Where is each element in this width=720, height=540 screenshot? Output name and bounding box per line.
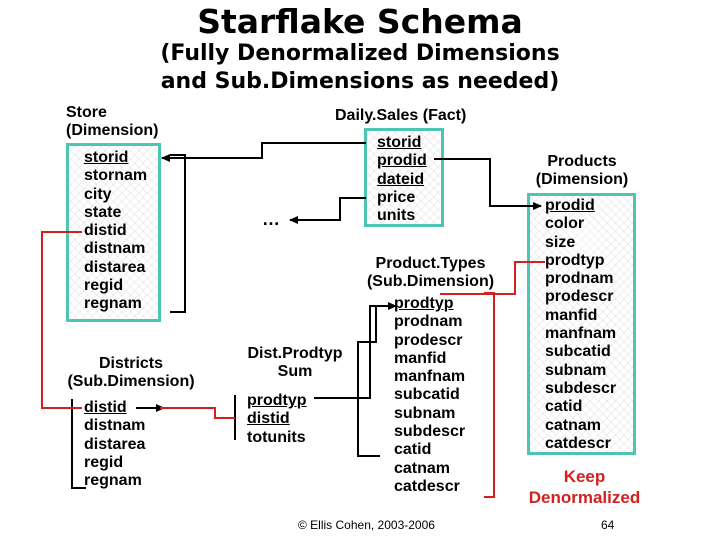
districts-attr-distid: distid — [84, 399, 127, 416]
product-types-attr-catid: catid — [394, 441, 432, 459]
products-attr-manfid: manfid — [545, 306, 598, 324]
products-attr-size: size — [545, 233, 576, 251]
store-bracket — [170, 154, 186, 313]
dist-prodtyp-attr-distid: distid — [247, 410, 290, 428]
dist-prodtyp-attr-prodtyp: prodtyp — [247, 392, 307, 409]
store-to-districts-connector — [41, 231, 82, 409]
store-attr-state: state — [84, 203, 122, 221]
subtitle-line-2: and Sub.Dimensions as needed) — [160, 69, 560, 94]
product-types-attr-catdescr: catdescr — [394, 477, 460, 495]
product-types-right-bracket — [484, 292, 495, 498]
products-attr-color: color — [545, 215, 585, 233]
store-attr-city: city — [84, 185, 112, 203]
products-attr-catid: catid — [545, 398, 583, 416]
dist-prodtyp-to-product-types-connector — [314, 302, 397, 399]
products-attr-subcatid: subcatid — [545, 343, 611, 361]
store-attr-regid: regid — [84, 277, 124, 295]
slide-subtitle: (Fully Denormalized Dimensions and Sub.D… — [0, 40, 720, 96]
product-types-attr-prodescr: prodescr — [394, 331, 463, 349]
slide-title: Starflake Schema — [197, 2, 523, 41]
fact-attr-dateid: dateid — [377, 170, 425, 188]
page-number: 64 — [601, 518, 615, 532]
fact-attr-storid: storid — [377, 134, 422, 151]
districts-bracket — [71, 399, 86, 489]
dist-prodtyp-to-districts-connector — [160, 407, 235, 419]
fact-to-products-connector — [434, 158, 542, 210]
ellipsis-text: … — [262, 209, 280, 229]
fact-to-store-connector — [161, 142, 366, 162]
keep-denormalized-note: Keep Denormalized — [528, 467, 641, 507]
products-attr-prodnam: prodnam — [545, 270, 614, 288]
dist-prodtyp-header: Dist.Prodtyp Sum — [247, 345, 343, 380]
product-types-attr-prodtyp: prodtyp — [394, 295, 454, 312]
products-box — [527, 193, 636, 455]
store-attr-storid: storid — [84, 149, 129, 166]
product-types-attr-subdescr: subdescr — [394, 423, 466, 441]
product-types-attr-prodnam: prodnam — [394, 313, 463, 331]
products-attr-subdescr: subdescr — [545, 379, 617, 397]
districts-attr-distnam: distnam — [84, 417, 146, 435]
products-attr-prodid: prodid — [545, 197, 595, 214]
store-attr-regnam: regnam — [84, 295, 142, 313]
dist-prodtyp-attr-totunits: totunits — [247, 428, 306, 446]
products-to-product-types-connector — [440, 261, 545, 295]
fact-attr-prodid: prodid — [377, 152, 427, 170]
fact-attr-units: units — [377, 207, 416, 225]
store-attr-distnam: distnam — [84, 240, 146, 258]
product-types-attr-manfid: manfid — [394, 349, 447, 367]
products-header: Products (Dimension) — [535, 153, 629, 188]
products-attr-manfnam: manfnam — [545, 325, 617, 343]
store-attr-stornam: stornam — [84, 167, 148, 185]
fact-header: Daily.Sales (Fact) — [335, 107, 467, 124]
products-attr-subnam: subnam — [545, 361, 607, 379]
store-attr-distarea: distarea — [84, 258, 146, 276]
store-box — [66, 143, 161, 322]
product-types-attr-subcatid: subcatid — [394, 386, 460, 404]
products-attr-prodtyp: prodtyp — [545, 251, 605, 269]
footer-copyright: © Ellis Cohen, 2003-2006 — [298, 518, 435, 532]
products-attr-catnam: catnam — [545, 416, 602, 434]
product-types-attr-subnam: subnam — [394, 404, 456, 422]
product-types-left-bracket — [357, 306, 380, 457]
product-types-header: Product.Types (Sub.Dimension) — [366, 255, 495, 290]
subtitle-line-1: (Fully Denormalized Dimensions — [160, 41, 560, 66]
products-attr-prodescr: prodescr — [545, 288, 614, 306]
fact-box — [364, 128, 444, 227]
districts-header: Districts (Sub.Dimension) — [67, 355, 195, 390]
fact-to-other-connector — [289, 197, 366, 224]
districts-attr-regid: regid — [84, 453, 124, 471]
store-attr-distid: distid — [84, 222, 127, 240]
districts-attr-regnam: regnam — [84, 472, 142, 490]
products-attr-catdescr: catdescr — [545, 434, 611, 452]
product-types-attr-manfnam: manfnam — [394, 368, 466, 386]
product-types-attr-catnam: catnam — [394, 459, 451, 477]
store-header: Store (Dimension) — [66, 104, 159, 139]
fact-attr-price: price — [377, 188, 416, 206]
districts-attr-distarea: distarea — [84, 435, 146, 453]
